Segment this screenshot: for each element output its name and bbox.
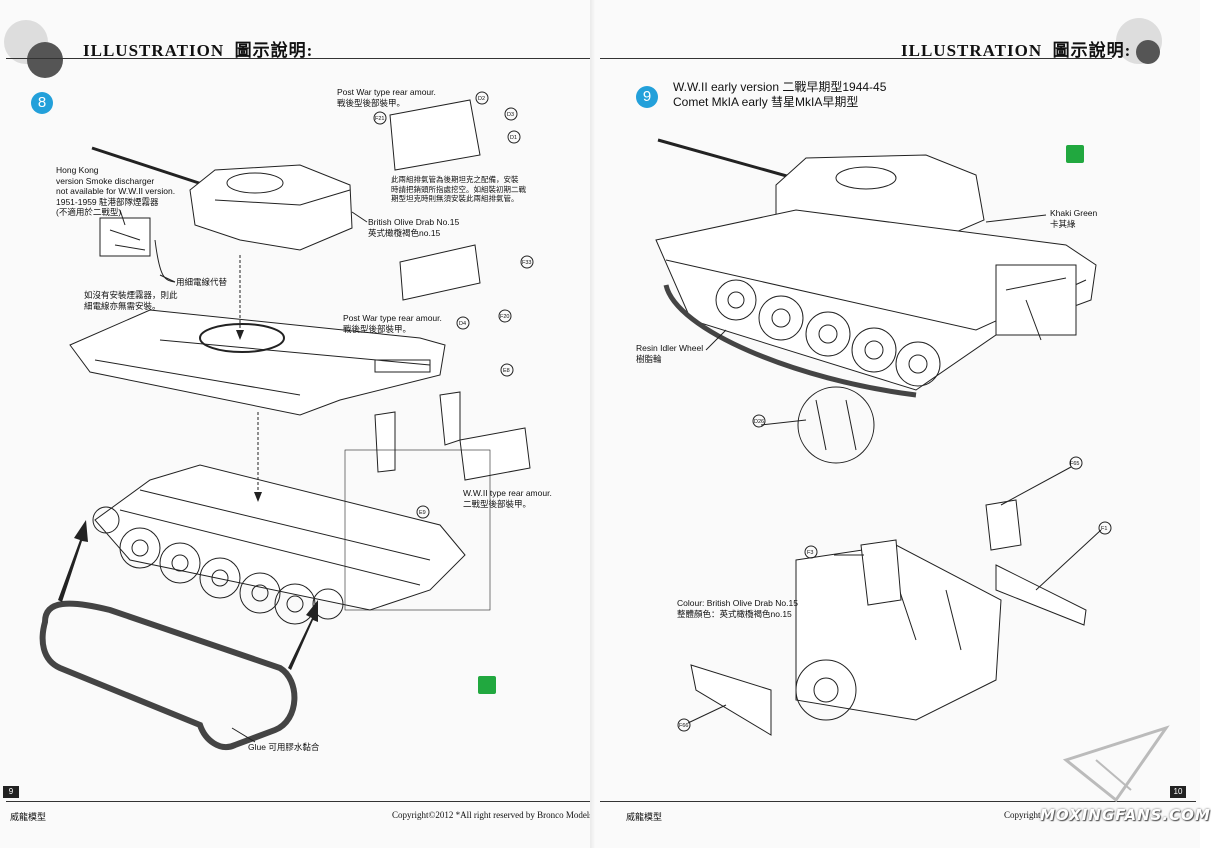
- post-war-rear-armour-mid-note: Post War type rear amour. 戰後型後部裝甲。: [343, 313, 442, 334]
- footer-copyright: Copyright©2012 *All right reserved by Br…: [392, 810, 593, 820]
- parts-label-f33: F33: [522, 260, 532, 266]
- no-discharger-note: 如沒有安裝煙霧器，則此 細電線亦無需安裝。: [84, 290, 178, 311]
- parts-label-d1: D1: [510, 135, 518, 141]
- title-en: ILLUSTRATION: [901, 41, 1043, 60]
- step-number-8: 8: [31, 92, 53, 114]
- footer-copyright: Copyright: [1004, 810, 1041, 820]
- title-cn: 圖示說明:: [234, 41, 314, 60]
- watermark-text: MOXINGFANS.COM: [1040, 806, 1211, 824]
- left-page: ILLUSTRATION 圖示說明: 8: [0, 0, 596, 848]
- footer-brand: 威龍模型: [626, 812, 663, 822]
- header-rule: [6, 58, 590, 59]
- step-9-title-line2: Comet MkIA early 彗星MkIA早期型: [673, 95, 859, 109]
- page-number: 10: [1170, 786, 1186, 798]
- parts-label-d2: D2: [478, 96, 486, 102]
- resin-idler-note: Resin Idler Wheel 樹脂輪: [636, 343, 704, 364]
- green-assembly-icon: [478, 676, 496, 694]
- exhaust-note: 此兩組排氣管為後期坦克之配備，安裝 時請把銷頭所指處挖空。如組裝初期二戰 期型坦…: [391, 175, 526, 203]
- colour-note: Colour: British Olive Drab No.15 整體顏色：英式…: [677, 598, 798, 619]
- page-title: ILLUSTRATION 圖示說明:: [901, 36, 1131, 61]
- parts-label-f65: F65: [1070, 461, 1080, 467]
- title-cn: 圖示說明:: [1052, 41, 1132, 60]
- right-page: ILLUSTRATION 圖示說明: 9 W.W.II early versio…: [596, 0, 1210, 848]
- footer-rule: [600, 801, 1196, 802]
- footer-rule: [6, 801, 590, 802]
- header-rule: [600, 58, 1112, 59]
- parts-label-f21: F21: [375, 116, 385, 122]
- parts-label-f3: F3: [807, 550, 814, 556]
- green-assembly-icon: [1066, 145, 1084, 163]
- ww2-rear-armour-note: W.W.II type rear amour. 二戰型後部裝甲。: [463, 488, 552, 509]
- header-deco-dark-circle: [1136, 40, 1160, 64]
- step-number-9: 9: [636, 86, 658, 108]
- step-9-title-line1: W.W.II early version 二戰早期型1944-45: [673, 80, 887, 94]
- khaki-green-note: Khaki Green 卡其綠: [1050, 208, 1098, 229]
- header-deco-dark-circle: [27, 42, 63, 78]
- wire-note: 用細電線代替: [176, 277, 228, 287]
- olive-drab-note: British Olive Drab No.15 英式橄欖褐色no.15: [368, 217, 460, 238]
- page-title: ILLUSTRATION 圖示說明:: [83, 36, 313, 61]
- glue-note: Glue 可用膠水黏合: [248, 742, 320, 752]
- title-en: ILLUSTRATION: [83, 41, 225, 60]
- page-number: 9: [3, 786, 19, 798]
- step-9-drawing: [655, 138, 1112, 736]
- hong-kong-smoke-note: Hong Kong version Smoke discharger not a…: [56, 165, 176, 217]
- parts-label-e8: E8: [503, 368, 510, 374]
- parts-label-f66: F66: [679, 723, 689, 729]
- parts-label-f20: F20: [500, 314, 510, 320]
- watermark-plane-icon: [1062, 725, 1170, 803]
- parts-label-d3: D3: [507, 112, 515, 118]
- parts-label-f1: F1: [1101, 526, 1108, 532]
- parts-label-d26: D26: [754, 419, 765, 425]
- parts-label-d4: D4: [459, 321, 467, 327]
- post-war-rear-armour-top-note: Post War type rear amour. 戰後型後部裝甲。: [337, 87, 436, 108]
- footer-brand: 威龍模型: [10, 812, 47, 822]
- parts-label-e9: E9: [419, 510, 426, 516]
- step-8-drawing: [39, 91, 534, 750]
